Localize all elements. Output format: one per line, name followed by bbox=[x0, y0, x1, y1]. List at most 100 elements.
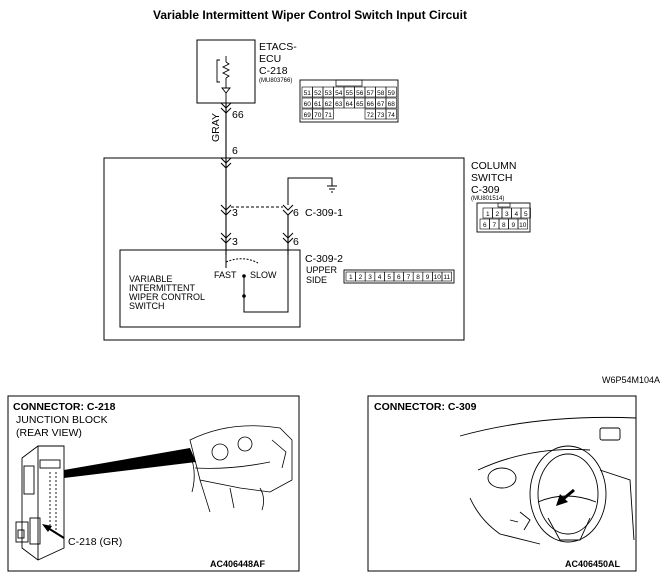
c309-2-pin-label: 9 bbox=[426, 274, 430, 281]
ecu-pin-label: 73 bbox=[377, 112, 385, 119]
ecu-pin-label: 72 bbox=[367, 112, 375, 119]
ecu-pin-label: 68 bbox=[388, 101, 396, 108]
c309-2-pin-label: 3 bbox=[368, 274, 372, 281]
c309-2-pin-label: 5 bbox=[387, 274, 391, 281]
c309-2-side-line2: SIDE bbox=[306, 275, 327, 285]
c309-pin-label: 5 bbox=[524, 211, 528, 218]
wiper-switch-box bbox=[119, 249, 301, 328]
c309-pin-label: 10 bbox=[519, 222, 527, 229]
c309-2-pin-label: 2 bbox=[359, 274, 363, 281]
c309-2-label: C-309-2 bbox=[305, 253, 343, 265]
ecu-pin-label-cell bbox=[385, 97, 397, 109]
wiper-switch-name-line3: WIPER CONTROL bbox=[129, 292, 205, 302]
panel-c218-figure-code: AC406448AF bbox=[210, 559, 266, 569]
c309-2-pin-label-cell bbox=[441, 271, 452, 282]
ecu-pin-label: 65 bbox=[356, 101, 364, 108]
c309-pin-label: 2 bbox=[495, 211, 499, 218]
ecu-pin-label-cell bbox=[322, 108, 334, 120]
ecu-pin-label: 61 bbox=[314, 101, 322, 108]
variable-resistor bbox=[225, 243, 289, 313]
diagram-title: Variable Intermittent Wiper Control Swit… bbox=[153, 8, 467, 22]
reference-code: W6P54M104A bbox=[602, 375, 660, 385]
ecu-pin-label: 71 bbox=[325, 112, 333, 119]
ecu-pin-label: 63 bbox=[335, 101, 343, 108]
ecu-pin-label: 74 bbox=[388, 112, 396, 119]
ecu-pin-label: 55 bbox=[346, 90, 354, 97]
wiper-switch-contact bbox=[242, 274, 246, 278]
c309-pin-label-cell bbox=[517, 218, 528, 230]
column-switch-part-number: (MU801514) bbox=[471, 196, 504, 202]
c309-1-pin-left: 3 bbox=[232, 207, 238, 219]
c309-2-pin-label: 4 bbox=[378, 274, 382, 281]
wire-pin-top: 6 bbox=[232, 145, 238, 157]
panel-c218-heading: CONNECTOR: C-218 bbox=[13, 401, 116, 413]
ecu-pin-label: 64 bbox=[346, 101, 354, 108]
ecu-pin-label: 67 bbox=[377, 101, 385, 108]
panel-c218 bbox=[7, 395, 300, 572]
fast-label: FAST bbox=[214, 270, 237, 280]
c309-2-pin-label: 6 bbox=[397, 274, 401, 281]
c309-pin-label: 6 bbox=[483, 222, 487, 229]
c309-2-pin-label: 8 bbox=[416, 274, 420, 281]
panel-c218-subtitle-line2: (REAR VIEW) bbox=[16, 427, 82, 439]
ecu-connector-label: C-218 bbox=[259, 65, 288, 77]
wiper-switch-name-line1: VARIABLE bbox=[129, 274, 172, 284]
c309-pin-label: 3 bbox=[505, 211, 509, 218]
panel-c309-figure-code: AC406450AL bbox=[565, 559, 621, 569]
ecu-pin-label: 57 bbox=[367, 90, 375, 97]
c309-pin-label-cell bbox=[520, 207, 531, 219]
wiper-switch-name-line4: SWITCH bbox=[129, 301, 165, 311]
ecu-pin-label: 60 bbox=[304, 101, 312, 108]
column-switch-name-line1: COLUMN bbox=[471, 160, 517, 172]
c218-callout-label: C-218 (GR) bbox=[68, 536, 122, 548]
ecu-pin-label: 53 bbox=[325, 90, 333, 97]
wiper-switch-pivot bbox=[242, 294, 246, 298]
slow-label: SLOW bbox=[250, 270, 277, 280]
c309-callout-arrow bbox=[556, 488, 575, 506]
c309-1-pin-right: 6 bbox=[293, 207, 299, 219]
ecu-name-line1: ETACS- bbox=[259, 41, 297, 53]
column-switch-box bbox=[103, 157, 465, 341]
column-switch-connector-label: C-309 bbox=[471, 184, 500, 196]
c309-2-pin-right: 6 bbox=[293, 236, 299, 248]
ground-wire bbox=[287, 177, 337, 205]
ecu-pin-label-cell bbox=[385, 86, 397, 98]
c309-2-pin-label: 10 bbox=[434, 274, 442, 281]
ecu-pin-label: 59 bbox=[388, 90, 396, 97]
c309-2-pin-left: 3 bbox=[232, 236, 238, 248]
column-switch-name-line2: SWITCH bbox=[471, 172, 512, 184]
ecu-pin-label: 58 bbox=[377, 90, 385, 97]
wire-color-label: GRAY bbox=[210, 113, 222, 142]
ecu-pin-label: 70 bbox=[314, 112, 322, 119]
c309-pin-label: 7 bbox=[492, 222, 496, 229]
panel-c309-heading: CONNECTOR: C-309 bbox=[374, 401, 477, 413]
ecu-pin-label: 69 bbox=[304, 112, 312, 119]
c309-pin-label: 8 bbox=[502, 222, 506, 229]
ecu-pin-label-cell bbox=[344, 109, 355, 119]
ecu-part-number: (MU803766) bbox=[259, 78, 292, 84]
c309-pin-label: 9 bbox=[511, 222, 515, 229]
c309-2-side-line1: UPPER bbox=[306, 265, 338, 275]
junction-block-illustration bbox=[15, 445, 196, 561]
ecu-pin-label-cell bbox=[385, 108, 397, 120]
ecu-pin-label: 54 bbox=[335, 90, 343, 97]
wiper-switch-name-line2: INTERMITTENT bbox=[129, 283, 195, 293]
c309-pin-label: 4 bbox=[514, 211, 518, 218]
c218-callout-arrow bbox=[42, 524, 65, 539]
c309-2-pin-label: 7 bbox=[407, 274, 411, 281]
steering-wheel-illustration bbox=[459, 416, 637, 545]
ecu-pin-label: 62 bbox=[325, 101, 333, 108]
ecu-name-line2: ECU bbox=[259, 53, 281, 65]
c309-1-label: C-309-1 bbox=[305, 207, 343, 219]
c309-2-pin-label: 11 bbox=[443, 274, 450, 281]
ecu-pin-label-cell bbox=[334, 109, 345, 119]
panel-c309 bbox=[367, 395, 637, 572]
ecu-pin-label: 66 bbox=[367, 101, 375, 108]
ecu-internal-resistor bbox=[216, 56, 231, 103]
c309-2-pin-label: 1 bbox=[349, 274, 353, 281]
dashboard-illustration-left bbox=[187, 425, 293, 513]
